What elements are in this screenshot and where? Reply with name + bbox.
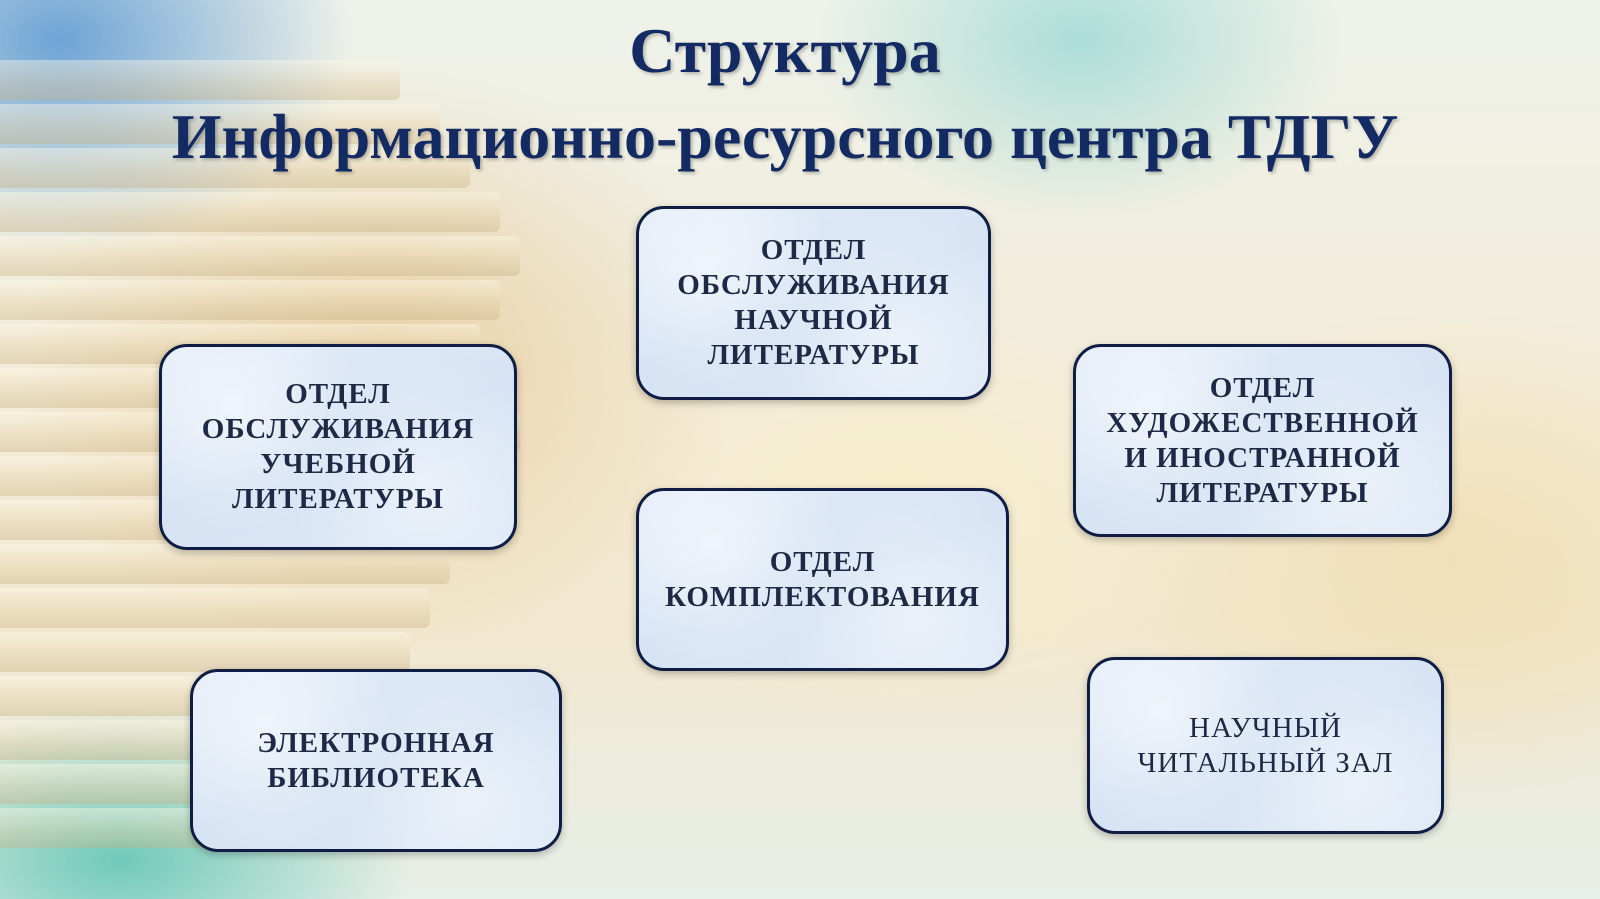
department-label: ОТДЕЛ КОМПЛЕКТОВАНИЯ bbox=[665, 545, 980, 613]
department-box-reading-room: НАУЧНЫЙ ЧИТАЛЬНЫЙ ЗАЛ bbox=[1087, 657, 1444, 834]
department-label: НАУЧНЫЙ ЧИТАЛЬНЫЙ ЗАЛ bbox=[1137, 711, 1394, 779]
department-box-scientific-literature: ОТДЕЛ ОБСЛУЖИВАНИЯ НАУЧНОЙ ЛИТЕРАТУРЫ bbox=[636, 206, 991, 400]
department-label: ЭЛЕКТРОННАЯ БИБЛИОТЕКА bbox=[257, 726, 495, 794]
title-line-1: Структура bbox=[629, 15, 941, 86]
book bbox=[0, 104, 440, 144]
department-label: ОТДЕЛ ХУДОЖЕСТВЕННОЙ И ИНОСТРАННОЙ ЛИТЕР… bbox=[1106, 371, 1419, 509]
page-title: Структура Информационно-ресурсного центр… bbox=[0, 8, 1570, 180]
book bbox=[0, 588, 430, 628]
title-line-2: Информационно-ресурсного центра ТДГУ bbox=[171, 101, 1399, 172]
book bbox=[0, 192, 500, 232]
department-box-electronic-library: ЭЛЕКТРОННАЯ БИБЛИОТЕКА bbox=[190, 669, 562, 852]
book bbox=[0, 280, 500, 320]
department-label: ОТДЕЛ ОБСЛУЖИВАНИЯ НАУЧНОЙ ЛИТЕРАТУРЫ bbox=[677, 234, 950, 371]
department-box-educational-literature: ОТДЕЛ ОБСЛУЖИВАНИЯ УЧЕБНОЙ ЛИТЕРАТУРЫ bbox=[159, 344, 517, 550]
book bbox=[0, 632, 410, 672]
department-box-fiction-foreign-literature: ОТДЕЛ ХУДОЖЕСТВЕННОЙ И ИНОСТРАННОЙ ЛИТЕР… bbox=[1073, 344, 1452, 537]
book bbox=[0, 148, 470, 188]
book bbox=[0, 236, 520, 276]
department-box-acquisition: ОТДЕЛ КОМПЛЕКТОВАНИЯ bbox=[636, 488, 1009, 671]
book bbox=[0, 544, 450, 584]
book bbox=[0, 60, 400, 100]
department-label: ОТДЕЛ ОБСЛУЖИВАНИЯ УЧЕБНОЙ ЛИТЕРАТУРЫ bbox=[201, 378, 475, 515]
